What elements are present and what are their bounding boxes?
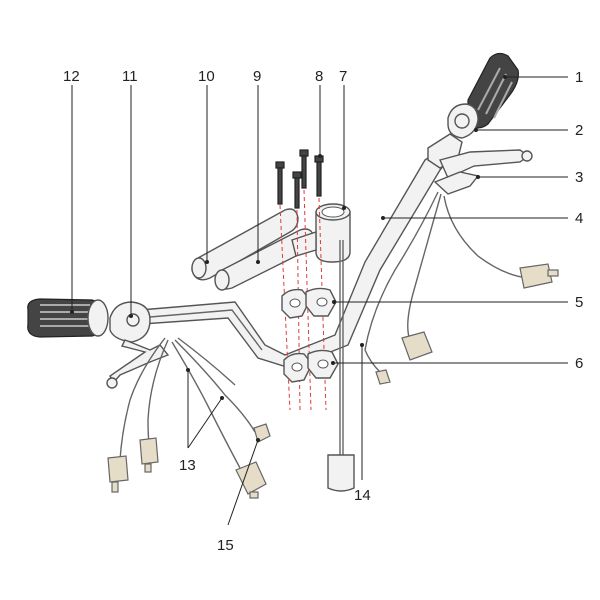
upper-clamps <box>281 287 337 319</box>
callout-label-12: 12 <box>63 68 80 85</box>
lower-clamps <box>283 349 339 383</box>
callout-label-7: 7 <box>339 68 347 85</box>
crossbar-pad-upper <box>191 208 299 281</box>
left-wiring-harness <box>119 337 256 469</box>
callout-7: 7 <box>339 68 347 210</box>
callout-5: 5 <box>332 294 583 311</box>
callout-14: 14 <box>354 343 371 504</box>
callout-15: 15 <box>217 438 260 554</box>
callout-label-6: 6 <box>575 355 583 372</box>
callout-label-1: 1 <box>575 69 583 86</box>
callout-2: 2 <box>474 122 583 139</box>
callout-4: 4 <box>381 210 583 227</box>
callout-9: 9 <box>253 68 261 264</box>
callout-10: 10 <box>198 68 215 264</box>
callout-label-5: 5 <box>575 294 583 311</box>
right-connectors <box>375 263 559 385</box>
callouts: 1 2 3 4 5 6 <box>63 68 583 554</box>
bolt-4 <box>314 155 324 197</box>
callout-1: 1 <box>503 69 583 86</box>
right-grip <box>467 52 519 129</box>
callout-label-10: 10 <box>198 68 215 85</box>
callout-label-3: 3 <box>575 169 583 186</box>
throttle-cable <box>327 240 355 492</box>
bolts <box>275 149 324 209</box>
bolt-1 <box>275 161 285 205</box>
brake-lever <box>433 149 533 195</box>
clamp-sleeve <box>291 203 351 263</box>
right-cables <box>364 191 529 373</box>
callout-3: 3 <box>476 169 583 186</box>
callout-12: 12 <box>63 68 80 314</box>
callout-label-2: 2 <box>575 122 583 139</box>
callout-13: 13 <box>179 368 224 474</box>
callout-label-4: 4 <box>575 210 583 227</box>
left-grip <box>27 298 109 338</box>
bolt-3 <box>299 149 309 189</box>
callout-label-15: 15 <box>217 537 234 554</box>
left-control-assembly <box>106 301 170 389</box>
left-connectors <box>107 423 271 499</box>
callout-6: 6 <box>331 355 583 372</box>
callout-label-14: 14 <box>354 487 371 504</box>
bolt-2 <box>292 171 302 209</box>
callout-11: 11 <box>122 68 138 318</box>
callout-label-13: 13 <box>179 457 196 474</box>
callout-8: 8 <box>315 68 323 158</box>
callout-label-11: 11 <box>122 68 138 85</box>
callout-label-9: 9 <box>253 68 261 85</box>
callout-label-8: 8 <box>315 68 323 85</box>
